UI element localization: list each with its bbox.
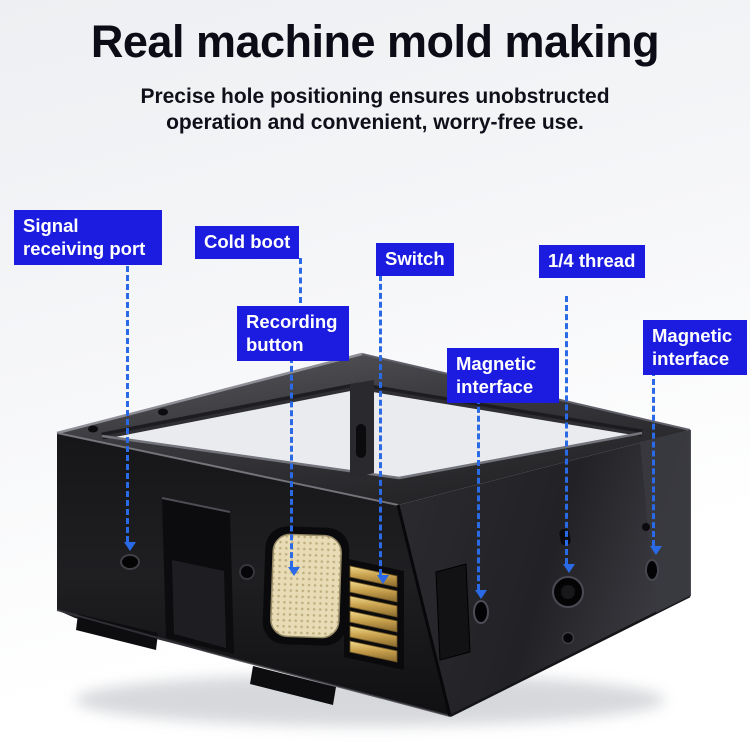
- leader-line-switch: [377, 275, 389, 584]
- leader-line-magnetic-interface-side: [475, 398, 487, 599]
- subtitle-line-2: operation and convenient, worry-free use…: [166, 111, 584, 134]
- leader-line-quarter-thread: [563, 296, 575, 573]
- magnetic-interface-slot-rear: [645, 559, 659, 581]
- quarter-inch-thread-hole: [552, 576, 584, 608]
- recording-button-pad: [262, 526, 350, 646]
- label-quarter-thread: 1/4 thread: [539, 245, 645, 278]
- switch-slider: [344, 558, 404, 670]
- label-recording-button: Recording button: [237, 306, 349, 362]
- label-magnetic-interface-side: Magnetic interface: [447, 348, 559, 404]
- label-magnetic-interface-rear: Magnetic interface: [643, 320, 747, 376]
- leader-line-signal-receiving-port: [124, 257, 136, 551]
- page-title: Real machine mold making: [90, 16, 660, 67]
- subtitle-line-1: Precise hole positioning ensures unobstr…: [140, 85, 610, 108]
- signal-receiving-port-hole: [120, 554, 140, 570]
- label-signal-receiving-port: Signal receiving port: [14, 210, 162, 266]
- magnetic-interface-slot-side: [473, 600, 489, 624]
- label-switch: Switch: [376, 243, 454, 276]
- ground-shadow: [75, 674, 665, 726]
- label-cold-boot: Cold boot: [195, 226, 300, 259]
- subtitle: Precise hole positioning ensures unobstr…: [0, 84, 750, 136]
- leader-line-magnetic-interface-rear: [650, 370, 662, 555]
- leader-line-cold-boot: [299, 258, 302, 303]
- leader-line-recording-button: [288, 357, 300, 576]
